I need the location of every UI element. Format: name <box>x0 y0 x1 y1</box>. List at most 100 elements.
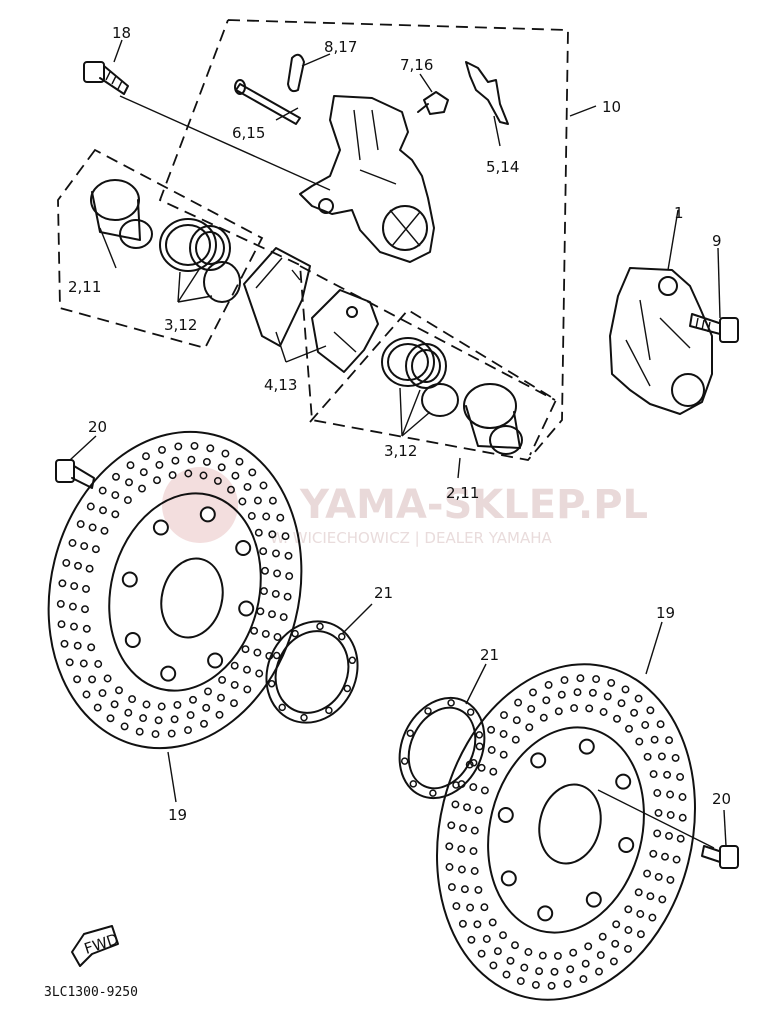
disc-drill-hole <box>520 963 529 972</box>
disc-drill-hole <box>184 726 192 735</box>
disc-drill-hole <box>82 624 91 633</box>
ring-hole <box>469 759 478 767</box>
watermark-brand: YAMA-SKLEP.PL <box>299 482 648 528</box>
disc-drill-hole <box>656 720 665 729</box>
disc-drill-hole <box>106 714 115 723</box>
disc-drill-hole <box>672 855 681 864</box>
disc-drill-hole <box>254 528 263 537</box>
disc-drill-hole <box>276 513 285 522</box>
disc-rivet <box>160 665 177 682</box>
caliper-bolt-9 <box>689 247 739 343</box>
callout-labels: 18 8,17 7,16 10 6,15 5,14 1 9 2,11 3,12 … <box>68 24 731 824</box>
disc-drill-hole <box>250 626 259 635</box>
brake-pad-inner <box>243 247 311 347</box>
disc-spacer-ring-right <box>398 663 487 800</box>
disc-drill-hole <box>82 584 90 593</box>
disc-drill-hole <box>248 468 257 477</box>
ring-hole <box>348 656 357 665</box>
disc-drill-hole <box>128 695 137 704</box>
disc-drill-hole <box>595 967 603 976</box>
disc-drill-hole <box>151 730 160 739</box>
disc-drill-hole <box>139 468 148 477</box>
disc-rivet <box>537 905 554 922</box>
callout-2-11-upper: 2,11 <box>68 278 101 296</box>
disc-drill-hole <box>73 675 82 684</box>
disc-drill-hole <box>138 484 146 493</box>
disc-drill-hole <box>85 564 94 573</box>
disc-drill-hole <box>73 641 82 650</box>
disc-rivet <box>618 837 635 853</box>
disc-rivet <box>152 519 169 536</box>
disc-drill-hole <box>190 441 199 450</box>
disc-drill-hole <box>88 675 97 684</box>
disc-drill-hole <box>238 497 247 506</box>
brake-disc-right <box>436 621 715 1001</box>
disc-drill-hole <box>475 742 484 751</box>
piston-seals-right <box>381 337 459 437</box>
disc-drill-hole <box>666 811 675 819</box>
disc-drill-hole <box>493 947 502 956</box>
disc-drill-hole <box>230 699 238 708</box>
disc-drill-hole <box>58 579 67 588</box>
disc-drill-hole <box>588 688 597 697</box>
disc-drill-hole <box>650 735 659 744</box>
disc-drill-hole <box>273 633 282 641</box>
ring-hole <box>409 780 418 788</box>
disc-drill-hole <box>79 659 88 668</box>
disc-drill-hole <box>157 702 166 711</box>
disc-drill-hole <box>213 476 222 485</box>
disc-drill-hole <box>155 460 164 469</box>
disc-drill-hole <box>654 872 663 881</box>
disc-drill-hole <box>525 723 534 732</box>
disc-drill-hole <box>62 558 71 567</box>
disc-drill-hole <box>480 786 489 795</box>
disc-drill-hole <box>474 806 483 815</box>
disc-drill-hole <box>142 700 151 709</box>
disc-drill-hole <box>445 863 454 871</box>
disc-drill-hole <box>259 481 268 490</box>
disc-drill-hole <box>253 648 262 657</box>
disc-drill-hole <box>158 445 166 454</box>
disc-drill-hole <box>272 549 280 558</box>
disc-drill-hole <box>643 752 652 761</box>
disc-drill-hole <box>657 752 666 761</box>
disc-drill-hole <box>200 719 208 728</box>
disc-drill-hole <box>473 920 482 929</box>
disc-drill-hole <box>459 824 467 833</box>
ring-hole <box>447 699 455 707</box>
disc-drill-hole <box>139 714 148 723</box>
disc-drill-hole <box>489 767 498 776</box>
disc-drill-hole <box>653 829 662 838</box>
disc-drill-hole <box>646 892 655 901</box>
disc-drill-hole <box>592 675 601 684</box>
ring-hole <box>406 729 415 737</box>
fwd-text: FWD <box>82 930 121 958</box>
disc-drill-hole <box>665 736 674 745</box>
disc-drill-hole <box>68 602 77 611</box>
disc-drill-hole <box>65 658 74 667</box>
disc-drill-hole <box>470 826 479 835</box>
callout-20-left: 20 <box>88 418 107 436</box>
disc-drill-hole <box>563 979 572 988</box>
disc-drill-hole <box>579 975 588 984</box>
disc-drill-hole <box>82 690 91 699</box>
disc-drill-hole <box>625 724 633 733</box>
ring-hole <box>424 707 432 715</box>
disc-drill-hole <box>259 547 268 556</box>
disc-drill-hole <box>243 482 252 491</box>
disc-drill-hole <box>261 629 270 638</box>
leader-19-left <box>167 751 177 803</box>
disc-rivet <box>238 600 255 617</box>
pin-clip-8-17 <box>287 53 305 93</box>
disc-drill-hole <box>452 902 461 911</box>
disc-drill-hole <box>115 686 123 695</box>
disc-drill-hole <box>524 948 533 956</box>
ring-hole <box>291 629 299 638</box>
disc-drill-hole <box>81 605 89 614</box>
brake-pad-outer <box>275 289 379 373</box>
piston-right-lower <box>463 383 523 455</box>
disc-drill-hole <box>93 703 102 712</box>
callout-2-11-lower: 2,11 <box>446 484 479 502</box>
disc-drill-hole <box>671 753 680 762</box>
